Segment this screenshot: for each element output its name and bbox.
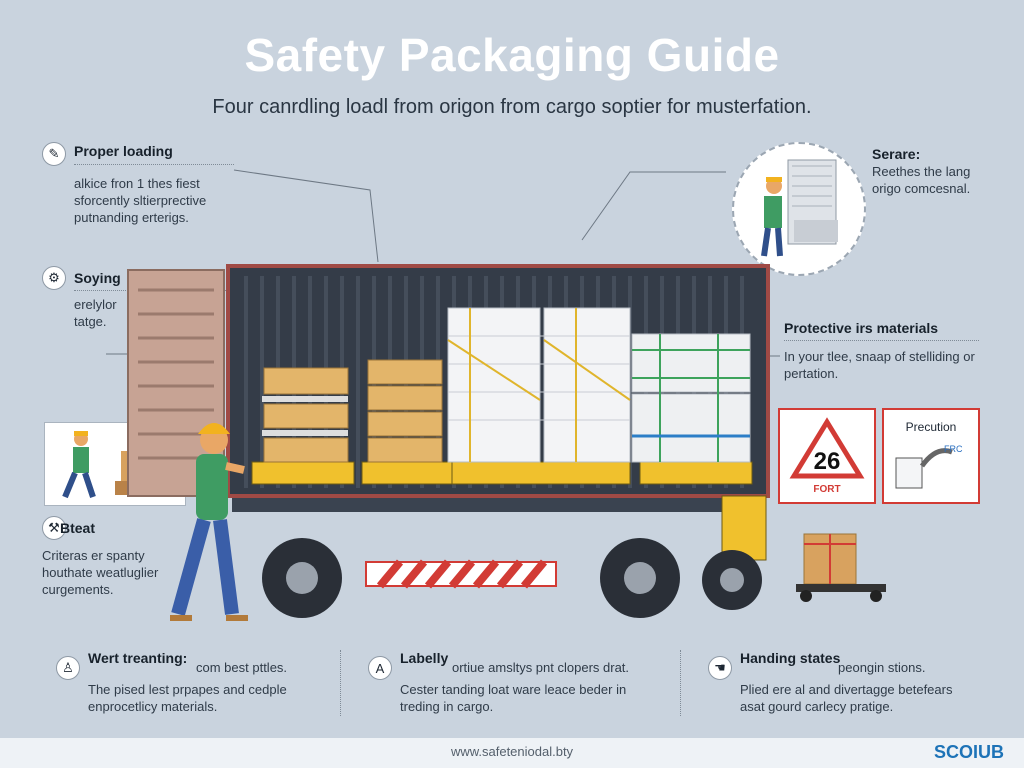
precution-sign: Precution FRC [882,408,980,504]
soying-label: Soying [74,270,121,286]
footer-url[interactable]: www.safeteniodal.bty [450,744,574,759]
bteat-label: Bteat [60,520,96,536]
precution-label: Precution [905,420,957,434]
tools-icon: ⚒ [42,516,66,540]
brand-logo: SCOIUB [933,742,1004,762]
bottom-inline-2: ortiue amsltys pnt clopers drat. [452,660,630,675]
protective-materials-label: Protective irs materials [784,320,939,336]
gear-icon: ⚙ [42,266,66,290]
bottom-label-2: Labelly [400,650,449,666]
sign-small-text: FRC [944,444,963,454]
bottom-text-2: Cester tanding loat ware leace beder in … [400,682,627,714]
bottom-text-3: Plied ere al and divertagge betefears as… [740,682,953,714]
bottom-inline-1: com best pttles. [196,660,288,675]
proper-loading-text: alkice fron 1 thes fiest sforcently slti… [74,176,207,225]
sign-number: 26 [813,448,841,475]
divider [340,650,342,716]
label-icon: A [368,656,392,680]
hand-icon: ☚ [708,656,732,680]
divider [680,650,682,716]
sign-caption: FORT [813,484,841,495]
proper-loading-label: Proper loading [74,143,173,159]
divider [784,340,979,341]
divider [74,164,234,165]
bottom-inline-3: peongin stions. [838,660,926,675]
soying-text: erelylor tatge. [74,297,117,329]
page-subtitle: Four canrdling loadl from origon from ca… [212,96,812,118]
wrapping-machine-illustration [732,142,866,276]
bottom-label-3: Handing states [740,650,841,666]
page-title: Safety Packaging Guide [244,29,780,81]
protective-materials-text: In your tlee, snaap of stelliding or per… [784,349,975,381]
hazard-warning-sign: 26 FORT [778,408,876,504]
serare-text: Reethes the lang origo comcesnal. [872,164,971,196]
bottom-text-1: The pised lest prpapes and cedple enproc… [88,682,287,714]
serare-label: Serare: [872,146,921,162]
person-icon: ♙ [56,656,80,680]
footer-bar [0,738,1024,768]
bteat-text: Criteras er spanty houthate weatluglier … [42,548,159,597]
loading-icon: ✎ [42,142,66,166]
bottom-label-1: Wert treanting: [88,650,188,666]
